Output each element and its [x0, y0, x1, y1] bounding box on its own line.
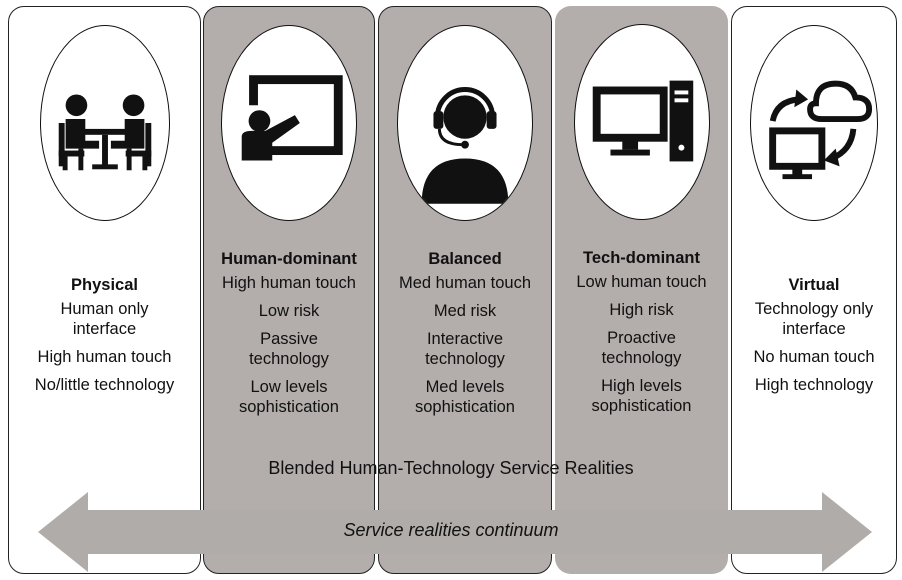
physical-panel: Physical Human only interface High human…	[8, 6, 201, 574]
cloud-sync-icon	[769, 80, 873, 180]
column-line: Med risk	[433, 302, 497, 320]
virtual-text: Virtual Technology only interface No hum…	[732, 275, 896, 403]
presentation-icon	[241, 75, 343, 161]
column-line: High human touch	[37, 348, 172, 366]
blended-label: Blended Human-Technology Service Realiti…	[268, 458, 634, 478]
column-line: Technology only interface	[754, 300, 874, 338]
column-title: Physical	[71, 276, 138, 294]
virtual-panel: Virtual Technology only interface No hum…	[731, 6, 897, 574]
column-line: Passive technology	[249, 330, 329, 368]
human-dominant-panel: Human-dominant High human touch Low risk…	[203, 6, 375, 574]
column-line: Proactive technology	[601, 329, 682, 367]
column-line: Med levels sophistication	[415, 378, 515, 416]
continuum-arrow	[38, 492, 872, 572]
column-line: High human touch	[222, 274, 356, 292]
column-line: No human touch	[753, 348, 875, 366]
physical-text: Physical Human only interface High human…	[9, 275, 200, 403]
tech-dominant-icon-oval	[573, 24, 710, 220]
column-title: Virtual	[788, 276, 840, 294]
column-title: Tech-dominant	[582, 249, 701, 267]
column-line: Low human touch	[576, 273, 707, 291]
physical-icon-oval	[39, 25, 170, 221]
column-line: Human only interface	[60, 300, 149, 338]
human-dominant-text: Human-dominant High human touch Low risk…	[204, 249, 374, 425]
tech-dominant-panel: Tech-dominant Low human touch High risk …	[555, 6, 728, 574]
column-line: Low risk	[258, 302, 320, 320]
balanced-text: Balanced Med human touch Med risk Intera…	[379, 249, 551, 425]
continuum-label: Service realities continuum	[343, 520, 559, 540]
column-title: Human-dominant	[221, 250, 357, 268]
column-line: High levels sophistication	[591, 377, 692, 415]
headset-agent-icon	[421, 87, 509, 204]
column-line: Med human touch	[398, 274, 532, 292]
meeting-icon	[58, 94, 151, 171]
balanced-icon-oval	[397, 25, 533, 221]
balanced-panel: Balanced Med human touch Med risk Intera…	[378, 6, 552, 574]
virtual-icon-oval	[750, 25, 878, 221]
column-line: High technology	[754, 376, 874, 394]
column-title: Balanced	[428, 250, 502, 268]
column-line: High risk	[609, 301, 674, 319]
tech-dominant-text: Tech-dominant Low human touch High risk …	[555, 248, 728, 424]
column-line: Low levels sophistication	[239, 378, 339, 416]
column-line: Interactive technology	[425, 330, 505, 368]
desktop-computer-icon	[592, 80, 693, 162]
human-dominant-icon-oval	[221, 25, 357, 221]
column-line: No/little technology	[34, 376, 175, 394]
